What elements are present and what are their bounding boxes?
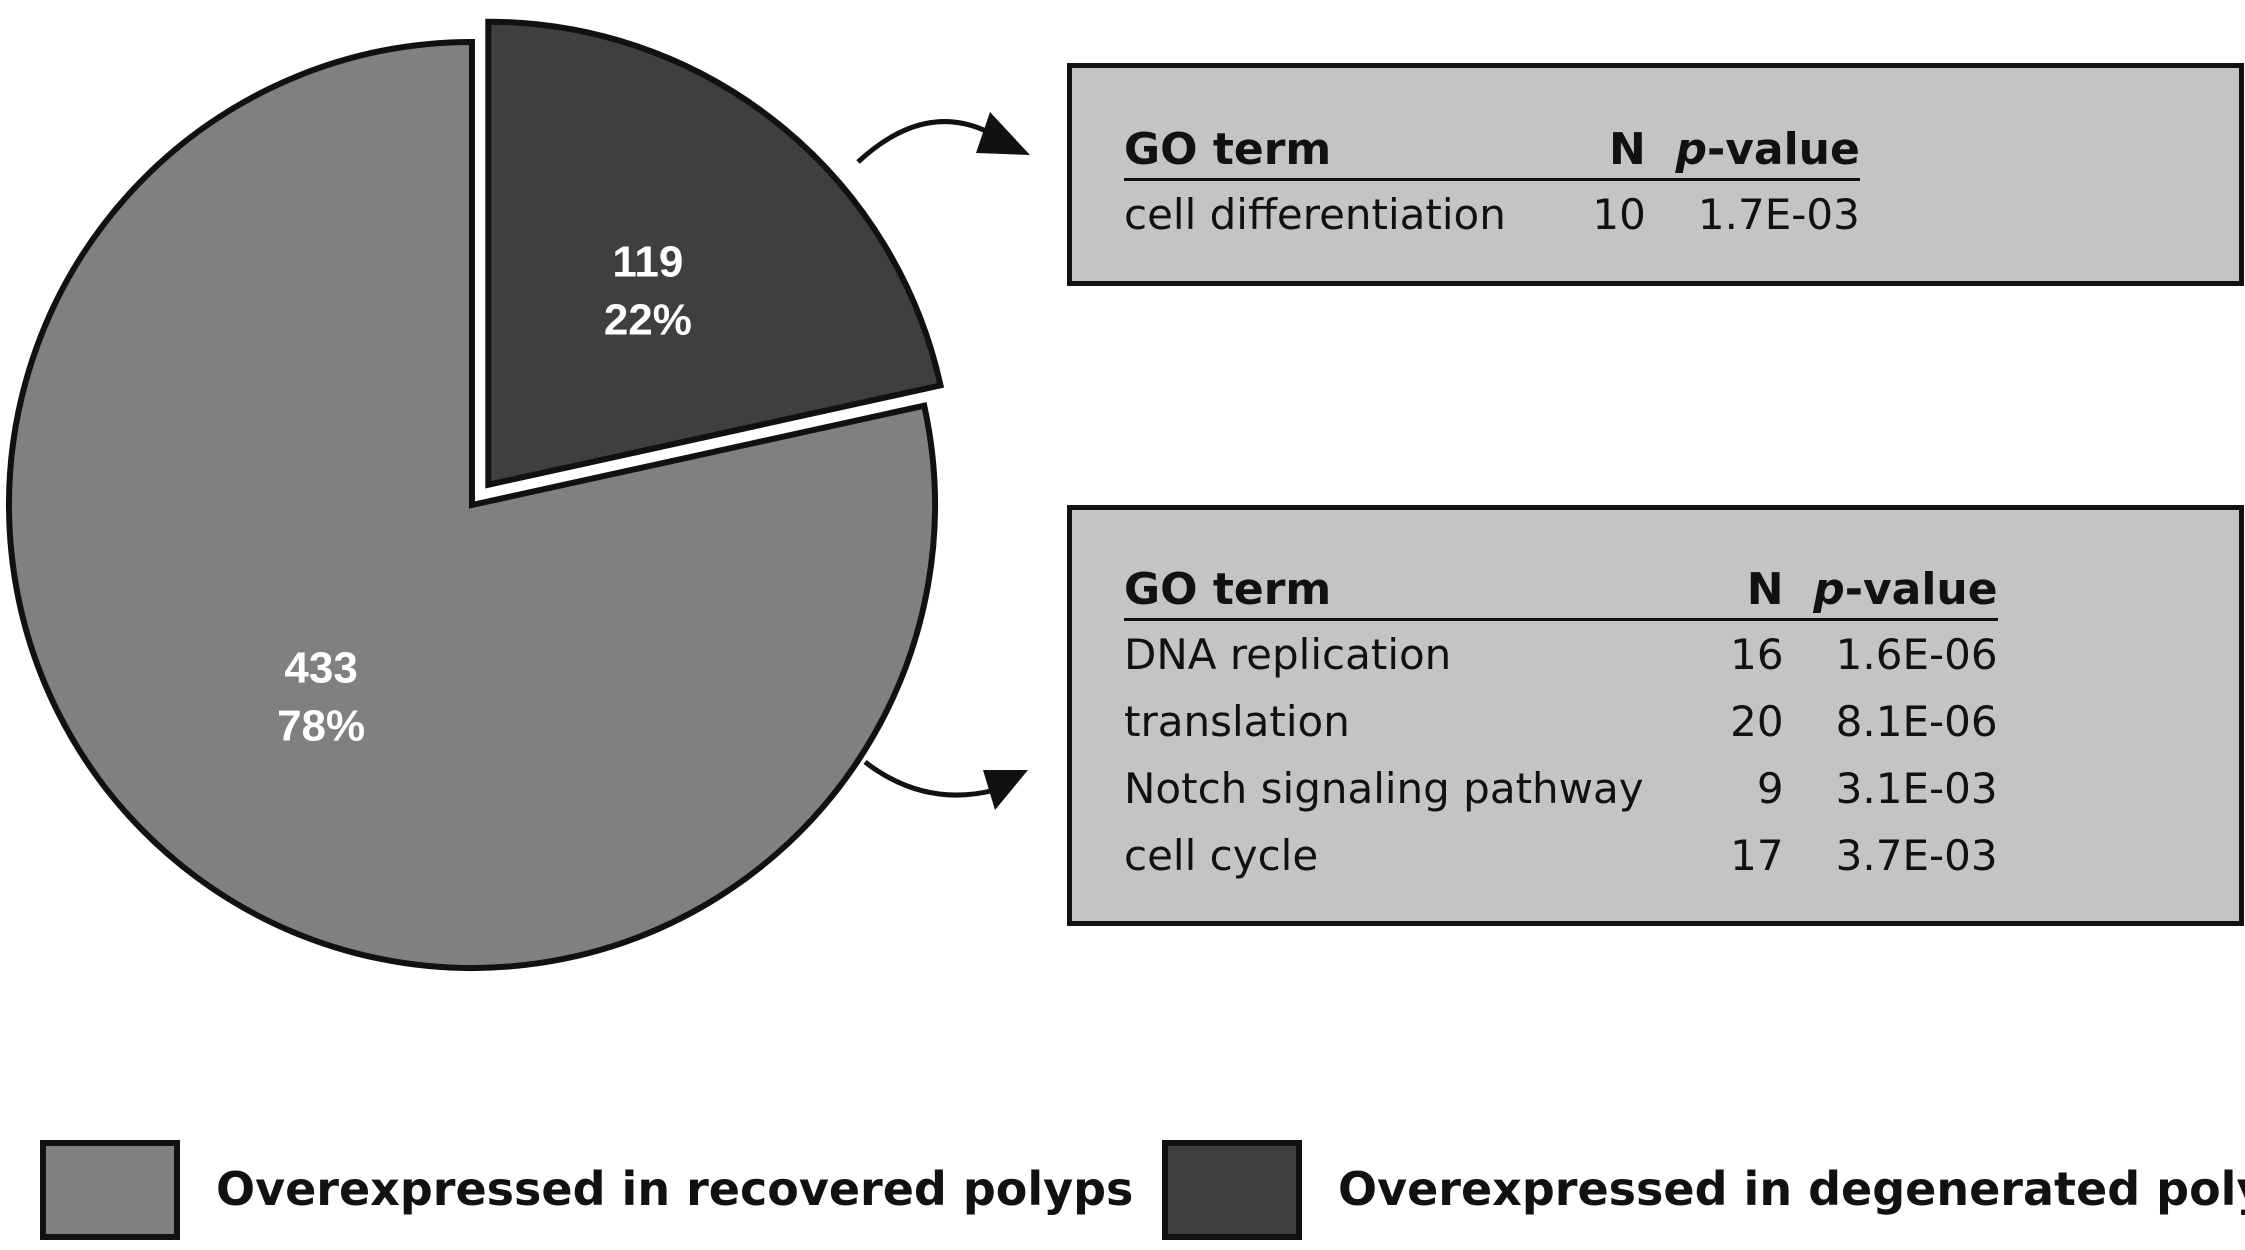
- row-n: 9: [1756, 764, 1784, 813]
- row-term: DNA replication: [1124, 630, 1452, 679]
- header-go-term: GO term: [1124, 564, 1644, 621]
- row-n: 17: [1730, 831, 1784, 880]
- slice-percent-degenerated: 22%: [604, 295, 692, 344]
- arrowhead-degenerated: [976, 112, 1030, 155]
- row-p: 3.1E-03: [1835, 764, 1998, 813]
- arrowhead-recovered: [983, 770, 1028, 810]
- header-p-italic: p: [1813, 564, 1845, 615]
- row-term: cell differentiation: [1124, 190, 1506, 239]
- go-table-recovered: GO term N p-value DNA replication 16 1.6…: [1124, 564, 1998, 889]
- pie-slice-recovered: [6, 38, 938, 971]
- header-go-term: GO term: [1124, 124, 1506, 181]
- table-row: translation 20 8.1E-06: [1124, 688, 1998, 755]
- legend-swatch-degenerated: [1162, 1140, 1302, 1240]
- row-n: 10: [1592, 190, 1646, 239]
- table-header-row: GO term N p-value: [1124, 564, 1998, 621]
- row-n: 16: [1730, 630, 1784, 679]
- header-p-value: p-value: [1645, 124, 1860, 181]
- table-header-row: GO term N p-value: [1124, 124, 1860, 181]
- row-p: 1.7E-03: [1697, 190, 1860, 239]
- header-p-value: p-value: [1783, 564, 1998, 621]
- row-n: 20: [1730, 697, 1784, 746]
- slice-count-recovered: 433: [284, 644, 357, 693]
- go-table-degenerated-box: GO term N p-value cell differentiation 1…: [1067, 63, 2244, 286]
- row-p: 8.1E-06: [1835, 697, 1998, 746]
- pie-chart: 433 78% 119 22%: [6, 18, 1030, 971]
- table-row: Notch signaling pathway 9 3.1E-03: [1124, 755, 1998, 822]
- table-row: cell cycle 17 3.7E-03: [1124, 822, 1998, 889]
- header-p-italic: p: [1675, 124, 1707, 175]
- header-n: N: [1643, 564, 1784, 621]
- row-p: 1.6E-06: [1835, 630, 1998, 679]
- slice-count-degenerated: 119: [612, 237, 683, 286]
- row-term: Notch signaling pathway: [1124, 764, 1644, 813]
- legend-swatch-recovered: [40, 1140, 180, 1240]
- table-row: cell differentiation 10 1.7E-03: [1124, 180, 1860, 249]
- header-n: N: [1505, 124, 1646, 181]
- row-term: translation: [1124, 697, 1350, 746]
- slice-percent-recovered: 78%: [277, 702, 365, 751]
- row-p: 3.7E-03: [1835, 831, 1998, 880]
- header-p-suffix: -value: [1844, 564, 1998, 615]
- table-row: DNA replication 16 1.6E-06: [1124, 620, 1998, 689]
- legend-label-recovered: Overexpressed in recovered polyps: [216, 1162, 1134, 1216]
- pie-slice-degenerated: [485, 18, 945, 489]
- go-table-degenerated: GO term N p-value cell differentiation 1…: [1124, 124, 1860, 248]
- header-p-suffix: -value: [1706, 124, 1860, 175]
- legend-label-degenerated: Overexpressed in degenerated polyps: [1338, 1162, 2245, 1216]
- arrow-to-degenerated-table: [856, 119, 992, 164]
- go-table-recovered-box: GO term N p-value DNA replication 16 1.6…: [1067, 505, 2244, 926]
- arrow-to-recovered-table: [863, 760, 996, 798]
- row-term: cell cycle: [1124, 831, 1319, 880]
